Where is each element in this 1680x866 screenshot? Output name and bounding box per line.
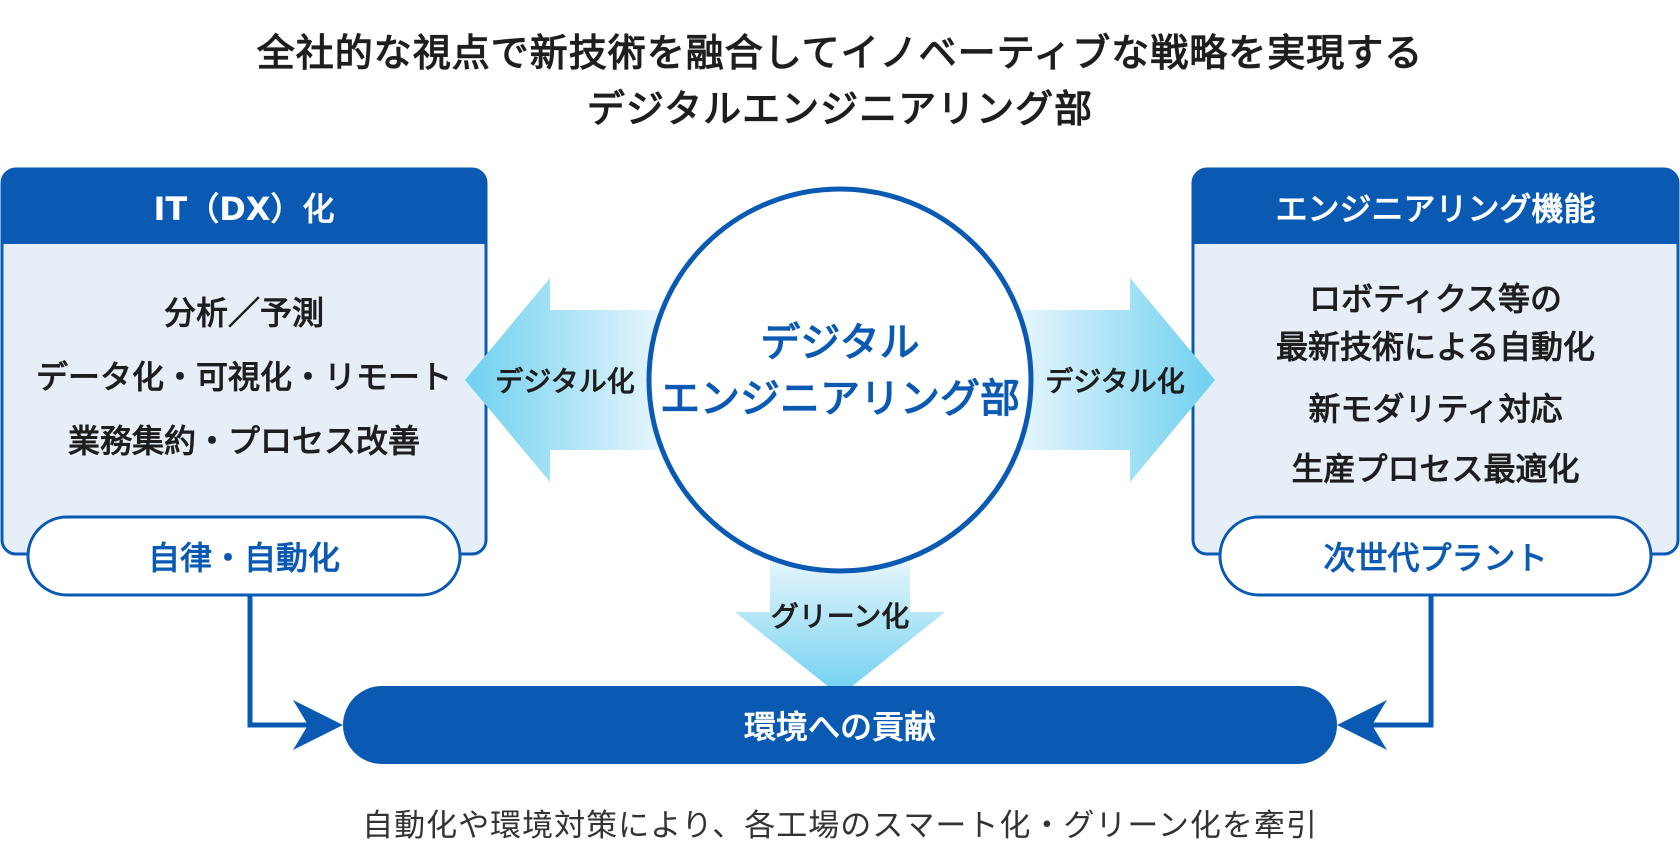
right-panel-header: エンジニアリング機能 (1275, 189, 1596, 228)
left-panel-header: IT（DX）化 (153, 189, 335, 228)
down-arrow-label: グリーン化 (770, 600, 910, 633)
right-pill-label: 次世代プラント (1323, 539, 1548, 577)
footnote: 自動化や環境対策により、各工場のスマート化・グリーン化を牽引 (362, 808, 1318, 844)
right-item-4: 生産プロセス最適化 (1291, 450, 1580, 488)
bottom-bar-label: 環境への貢献 (743, 708, 936, 746)
bottom-bar (343, 686, 1337, 764)
title-line-2: デジタルエンジニアリング部 (586, 87, 1094, 131)
right-item-1: ロボティクス等の (1308, 280, 1563, 318)
left-arrow-label: デジタル化 (495, 365, 635, 398)
left-item-3: 業務集約・プロセス改善 (67, 422, 420, 460)
left-item-2: データ化・可視化・リモート (35, 358, 452, 396)
right-panel-header-bg (1193, 169, 1678, 244)
down-green-arrow (735, 555, 945, 696)
left-panel-items: 分析／予測 データ化・可視化・リモート 業務集約・プロセス改善 (2, 244, 486, 514)
left-digital-arrow (465, 278, 668, 482)
center-label-line-2: エンジニアリング部 (660, 376, 1020, 422)
center-circle (646, 186, 1034, 574)
left-item-1: 分析／予測 (163, 294, 324, 332)
center-label-line-1: デジタル (760, 320, 920, 366)
center-label: デジタル エンジニアリング部 (649, 310, 1031, 430)
right-item-2: 最新技術による自動化 (1275, 328, 1596, 366)
left-pill-label: 自律・自動化 (147, 539, 340, 577)
right-connector-arrow (1337, 595, 1434, 750)
left-panel-header-bg (2, 169, 486, 244)
left-panel (0, 167, 488, 556)
right-pill (1218, 515, 1653, 597)
right-digital-arrow (1012, 278, 1215, 482)
left-pill (26, 515, 462, 597)
right-item-3: 新モダリティ対応 (1308, 390, 1563, 428)
right-arrow-label: デジタル化 (1045, 365, 1185, 398)
title-line-1: 全社的な視点で新技術を融合してイノベーティブな戦略を実現する (256, 31, 1424, 75)
left-connector-arrow (247, 595, 343, 750)
right-panel-items: ロボティクス等の 最新技術による自動化 新モダリティ対応 生産プロセス最適化 (1193, 244, 1678, 514)
